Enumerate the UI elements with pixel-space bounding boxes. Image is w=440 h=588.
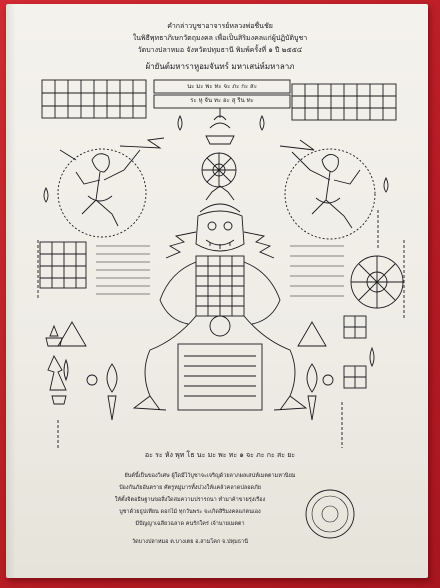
central-wheel-diagram — [201, 152, 237, 188]
right-circle-yantra — [350, 255, 404, 309]
right-triangle-yantra — [297, 321, 327, 347]
left-lotus-icon — [106, 363, 118, 393]
left-lantern-icon — [47, 354, 67, 391]
yantra-cloth — [6, 4, 428, 578]
rahu-figure-icon — [132, 185, 308, 411]
temple-stamp-icon — [305, 489, 355, 539]
hanuman-left-icon — [57, 137, 165, 238]
central-stupa-icon — [205, 108, 235, 145]
bottom-line-6: มีปัญญาเฉลียวฉลาด คนรักใคร่ เจ้านายเมตตา — [135, 521, 245, 527]
left-script-table — [39, 241, 87, 289]
bottom-line-3: ป้องกันภัยอันตราย ศัตรูหมู่มารทั้งปวงให้… — [119, 485, 261, 491]
left-triangle-yantra — [57, 321, 87, 347]
header-line-2: ในพิธีพุทธาภิเษกวัตถุมงคล เพื่อเป็นสิริม… — [132, 34, 308, 42]
hanuman-right-icon — [279, 139, 376, 240]
banner-upper-text: นะ มะ พะ ทะ จะ ภะ กะ สะ — [187, 83, 257, 90]
header-line-4: ผ้ายันต์มหาราหูอมจันทร์ มหาเสน่ห์มหาลาภ — [145, 62, 295, 71]
bottom-line-5: บูชาด้วยธูปเทียน ดอกไม้ ทุกวันพระ จะเกิด… — [119, 509, 261, 515]
bottom-line-7: วัดบางปลาหมอ ต.บางเตย อ.สามโคก จ.ปทุมธาน… — [132, 539, 248, 545]
bottom-line-4: ให้ตั้งจิตอธิษฐานขอสิ่งใดสมความปรารถนา ท… — [114, 497, 266, 503]
banner-lower-text: ระ หุ จัน ทะ อะ สุ ริน ทะ — [190, 97, 254, 104]
bottom-line-1: อะ ระ หัง พุท โธ นะ มะ พะ ทะ ๑ จะ ภะ กะ … — [144, 451, 296, 459]
bottom-line-2: ยันต์นี้เป็นของวิเศษ ผู้ใดมีไว้บูชาจะเจร… — [124, 473, 296, 479]
top-left-yantra-grid — [41, 79, 147, 119]
cloth-fold-shadow — [6, 4, 16, 578]
top-right-yantra-grid — [291, 83, 397, 121]
header-line-3: วัดบางปลาหมอ จังหวัดปทุมธานี พิมพ์ครั้งท… — [137, 46, 303, 54]
header-line-1: คำกล่าวบูชาอาจารย์หลวงพ่อชื่นชัย — [167, 22, 273, 30]
right-lotus-icon — [306, 363, 318, 393]
central-inscription-tablet — [177, 343, 263, 411]
